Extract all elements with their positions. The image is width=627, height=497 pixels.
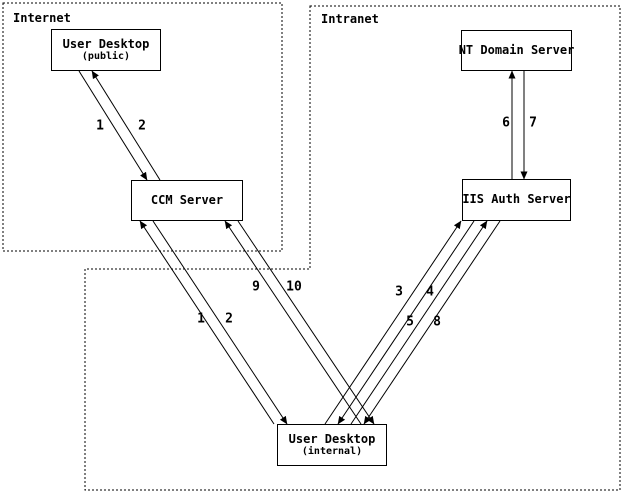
intranet-zone-label: Intranet bbox=[321, 12, 379, 26]
message-label-2-bottom: 2 bbox=[225, 311, 233, 327]
node-ccm-server: CCM Server bbox=[131, 180, 243, 221]
node-subtitle: (internal) bbox=[301, 446, 363, 458]
node-user-desktop-public: User Desktop (public) bbox=[51, 29, 161, 71]
message-label-1-top: 1 bbox=[96, 118, 104, 134]
internet-zone-border bbox=[2, 2, 283, 252]
arrow-4-iis-to-internal-desktop bbox=[337, 220, 475, 425]
arrow-5-internal-desktop-to-iis bbox=[350, 220, 488, 425]
node-nt-domain-server: NT Domain Server bbox=[458, 30, 575, 71]
arrow-1-internal-desktop-to-ccm bbox=[139, 220, 275, 425]
message-label-2-top: 2 bbox=[138, 118, 146, 134]
message-label-1-bottom: 1 bbox=[197, 311, 205, 327]
node-title: User Desktop bbox=[288, 431, 376, 446]
node-title: User Desktop bbox=[62, 36, 150, 51]
message-label-4: 4 bbox=[426, 284, 434, 300]
internet-zone-label: Internet bbox=[13, 11, 71, 25]
arrow-2-ccm-to-internal-desktop bbox=[152, 220, 288, 425]
arrow-1-public-desktop-to-ccm bbox=[78, 70, 148, 181]
arrow-9-internal-desktop-to-ccm bbox=[224, 220, 362, 425]
arrow-2-ccm-to-public-desktop bbox=[91, 70, 161, 181]
message-label-8: 8 bbox=[433, 314, 441, 330]
node-title: CCM Server bbox=[150, 192, 224, 207]
node-user-desktop-internal: User Desktop (internal) bbox=[277, 424, 387, 466]
node-title: IIS Auth Server bbox=[462, 192, 571, 207]
node-subtitle: (public) bbox=[81, 51, 131, 63]
intranet-zone-border bbox=[84, 5, 621, 491]
message-label-5: 5 bbox=[406, 314, 414, 330]
node-title: NT Domain Server bbox=[458, 42, 575, 57]
flow-arrows bbox=[78, 70, 528, 425]
message-label-3: 3 bbox=[395, 284, 403, 300]
message-label-10: 10 bbox=[286, 279, 302, 295]
message-label-7: 7 bbox=[529, 115, 537, 131]
arrow-8-iis-to-internal-desktop bbox=[363, 220, 501, 425]
node-iis-auth-server: IIS Auth Server bbox=[462, 179, 571, 221]
arrow-3-internal-desktop-to-iis bbox=[324, 220, 462, 425]
arrow-10-ccm-to-internal-desktop bbox=[237, 220, 375, 425]
message-label-9: 9 bbox=[252, 279, 260, 295]
message-label-6: 6 bbox=[502, 115, 510, 131]
